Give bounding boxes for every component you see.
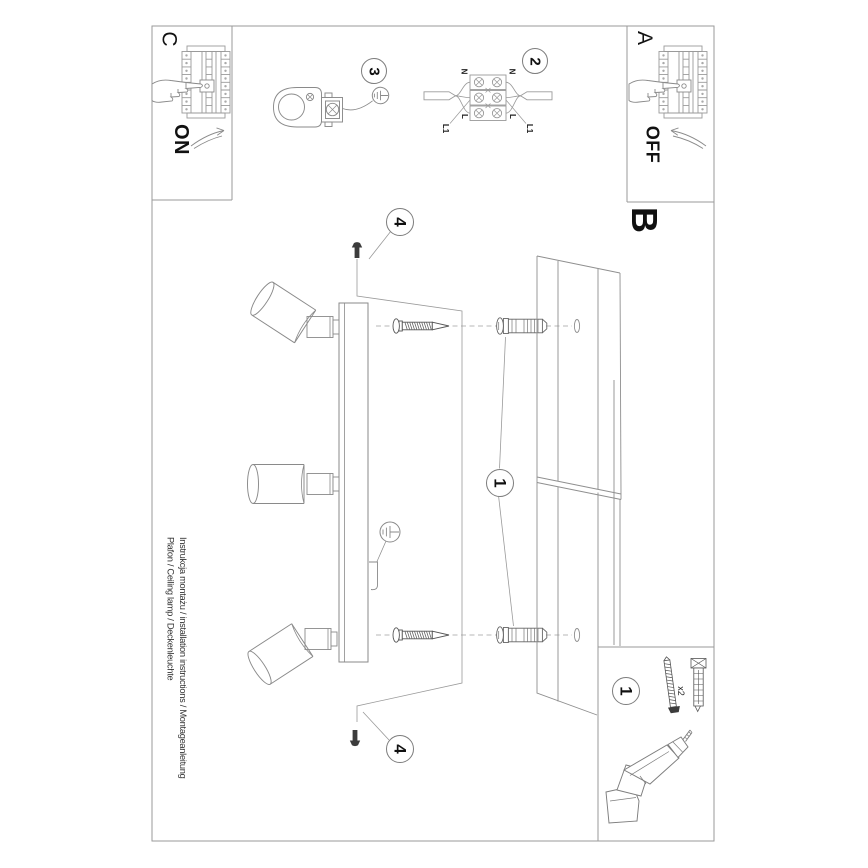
cable-right	[519, 91, 553, 101]
cable-left	[423, 91, 457, 101]
drill-icon	[605, 729, 693, 824]
panel-a-label: A	[632, 30, 656, 46]
switch-off-label: OFF	[642, 125, 663, 163]
step1-leader-line	[498, 336, 514, 627]
spotlight-top	[246, 278, 340, 344]
wire-label-l1-right: L1	[525, 123, 535, 133]
step-circle-4-bottom: 4	[386, 735, 414, 763]
fixing-screw-path	[356, 230, 514, 741]
wire-label-n-left: N	[459, 68, 469, 75]
parts-screw-icon	[663, 656, 680, 714]
fixing-row-bottom	[375, 626, 581, 644]
machine-screw-bottom-icon	[349, 730, 361, 747]
section-b-label: B	[624, 207, 665, 233]
step-circle-3: 3	[361, 58, 387, 84]
wire-label-l-right: L	[507, 113, 517, 119]
step-circle-2: 2	[522, 48, 548, 74]
cable-hook-detail	[369, 561, 378, 591]
machine-screw-top-icon	[351, 242, 363, 258]
panel-c-label: C	[157, 30, 181, 47]
step-circle-1-main: 1	[486, 469, 514, 497]
spotlight-middle	[247, 464, 340, 504]
terminal-block-drawing	[423, 74, 553, 124]
mounting-plate	[338, 302, 369, 663]
panel-c-breaker-drawing	[151, 45, 231, 149]
switch-on-label: ON	[169, 124, 192, 155]
footer-title: Instrukcja montażu / installation instru…	[164, 537, 189, 857]
footer-line-instructions: Instrukcja montażu / installation instru…	[178, 537, 188, 779]
ceiling-panel	[536, 255, 622, 716]
sheet-frame	[151, 25, 715, 842]
spotlight-bottom	[243, 623, 338, 688]
earth-symbol-icon	[371, 86, 390, 105]
lamp-holder-drawing	[273, 87, 373, 128]
l1-leader-lines	[449, 99, 527, 124]
arrow-off-icon	[670, 127, 707, 149]
earth-symbol-mid-icon	[376, 521, 401, 562]
wire-label-l1-left: L1	[441, 123, 451, 133]
step-circle-4-top: 4	[386, 208, 414, 236]
wire-label-l-left: L	[459, 113, 469, 119]
wall-plug-icon	[690, 658, 707, 713]
fixing-row-top	[375, 317, 581, 335]
step-circle-1-parts: 1	[612, 677, 640, 705]
footer-line-product: Plafon / Ceiling lamp / Deckenleuchte	[165, 537, 176, 681]
arrow-on-icon	[190, 127, 225, 149]
wire-label-n-right: N	[507, 68, 517, 75]
anchor-qty-label: x2	[675, 686, 686, 696]
panel-a-breaker-drawing	[628, 45, 708, 149]
